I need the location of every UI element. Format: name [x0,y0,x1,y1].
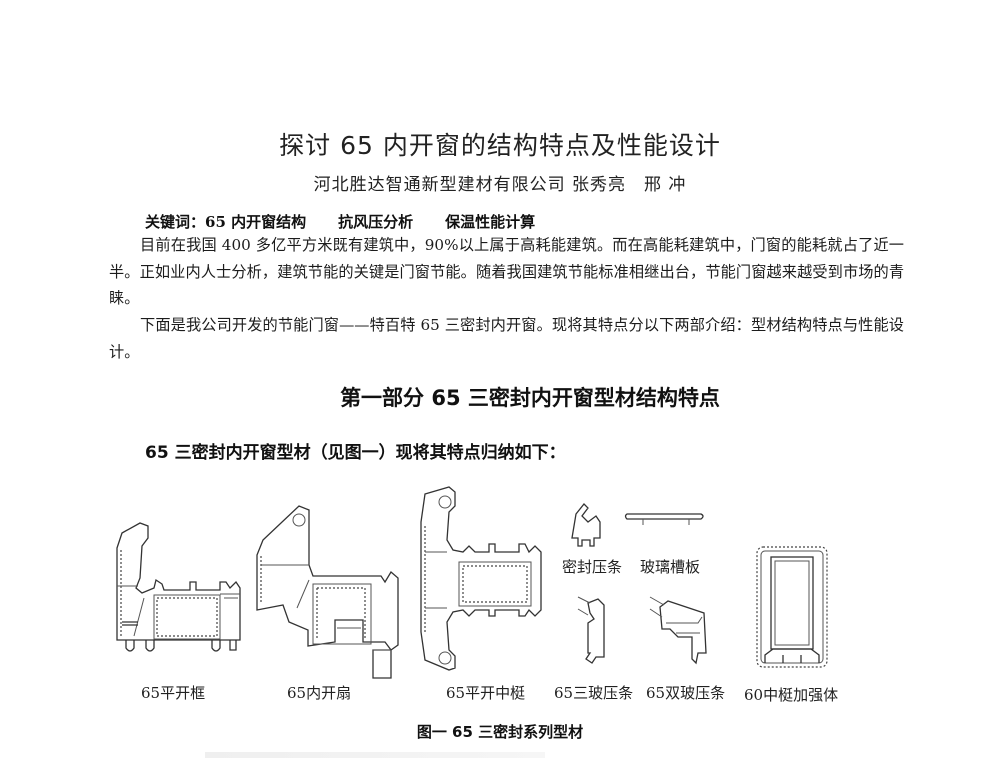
figure-label-double-bead: 65双玻压条 [646,684,726,702]
figure-label-sash: 65内开扇 [287,684,352,702]
keyword-2: 抗风压分析 [338,213,414,231]
keywords-label: 关键词： [145,213,206,231]
keywords-line: 关键词：65 内开窗结构 抗风压分析 保温性能计算 [145,211,567,232]
section-heading: 第一部分 65 三密封内开窗型材结构特点 [340,386,720,410]
figure-caption: 图一 65 三密封系列型材 [416,723,584,741]
frame-profile-drawing [116,522,241,652]
figure-label-mullion: 65平开中梃 [446,684,526,702]
figure-label-glazing-strip: 玻璃槽板 [640,558,701,576]
paragraph-2: 下面是我公司开发的节能门窗——特百特 65 三密封内开窗。现将其特点分以下两部介… [109,316,904,361]
figure-label-triple-bead: 65三玻压条 [554,684,634,702]
keyword-1: 65 内开窗结构 [205,213,307,231]
figure-label-frame: 65平开框 [141,684,206,702]
seal-bead-drawing [571,503,601,547]
figure-label-seal-bead: 密封压条 [562,558,623,576]
paragraph-1: 目前在我国 400 多亿平方米既有建筑中，90%以上属于高耗能建筑。而在高能耗建… [109,236,904,307]
document-authors: 河北胜达智通新型建材有限公司 张秀亮 邢 冲 [313,175,687,195]
double-glass-bead-drawing [649,596,707,665]
mullion-profile-drawing [420,486,542,671]
sub-heading: 65 三密封内开窗型材（见图一）现将其特点归纳如下： [145,443,566,463]
figure-label-reinforcement: 60中梃加强体 [744,686,839,704]
glazing-strip-drawing [624,513,704,525]
triple-glass-bead-drawing [577,596,605,664]
sash-profile-drawing [256,505,399,679]
document-title: 探讨 65 内开窗的结构特点及性能设计 [279,131,721,160]
keyword-3: 保温性能计算 [445,213,536,231]
cut-off-text-line [205,752,545,758]
mullion-reinforcement-drawing [756,546,828,668]
profile-figure: 65平开框 65内开扇 65平开中梃 密封压条 玻璃槽板 65三玻压条 65双玻… [0,470,1000,715]
